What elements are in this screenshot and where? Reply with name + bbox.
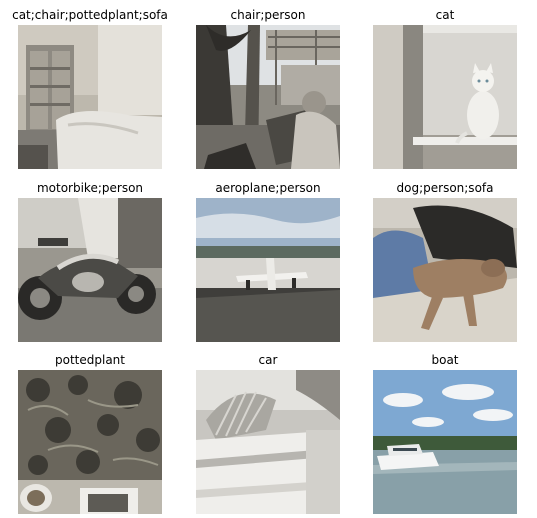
image-caption: boat [431,353,459,367]
photo-motorbike [18,198,162,342]
image-caption: cat [435,8,455,22]
photo-cat [373,25,517,169]
image-caption: chair;person [230,8,306,22]
photo-car [196,370,340,514]
image-caption: cat;chair;pottedplant;sofa [12,8,168,22]
image-caption: motorbike;person [36,181,144,195]
photo-pottedplant [18,370,162,514]
photo-living-room [18,25,162,169]
photo-dog-sofa [373,198,517,342]
image-caption: car [258,353,278,367]
image-caption: dog;person;sofa [396,181,494,195]
image-caption: aeroplane;person [215,181,321,195]
photo-patio [196,25,340,169]
photo-aeroplane [196,198,340,342]
image-caption: pottedplant [55,353,125,367]
photo-boat [373,370,517,514]
